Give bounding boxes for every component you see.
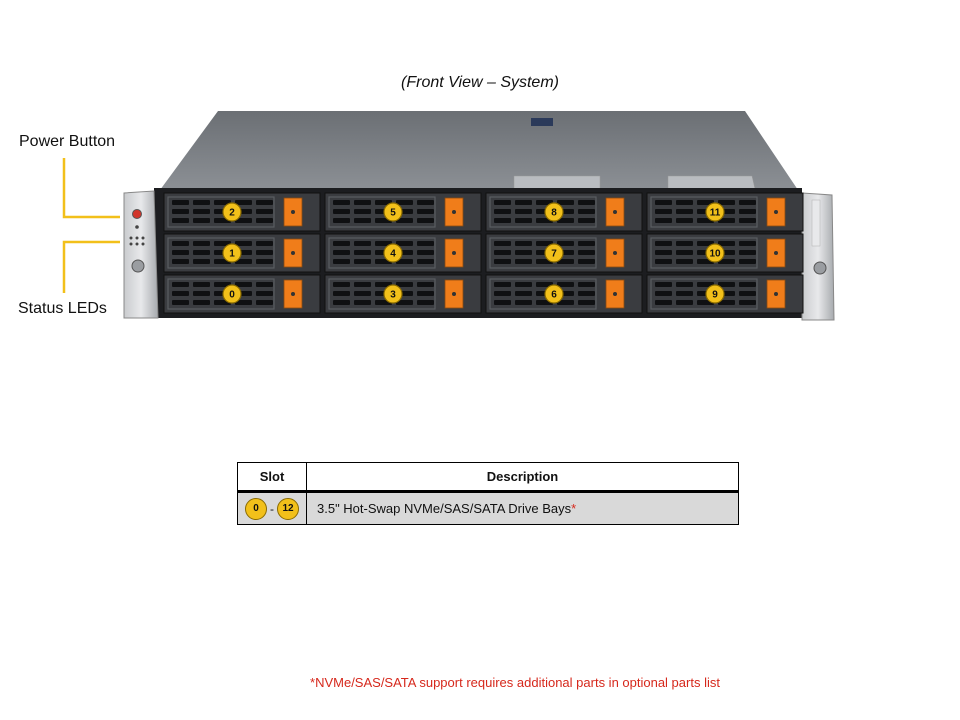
drive-bay[interactable]: 6 (485, 274, 643, 314)
drive-bay[interactable]: 1 (163, 233, 321, 273)
slot-range: 0-12 (237, 491, 307, 525)
slot-number-label: 2 (229, 208, 235, 219)
slot-badge-start: 0 (245, 497, 267, 520)
drive-bay[interactable]: 4 (324, 233, 482, 273)
status-led-icon (129, 236, 133, 240)
chassis-top (160, 111, 798, 190)
slot-number-label: 9 (712, 290, 718, 301)
top-label-right (667, 175, 756, 190)
drive-bay[interactable]: 5 (324, 192, 482, 232)
power-button-callout-line (62, 158, 120, 219)
slot-number-badge (544, 284, 564, 304)
slot-legend-table: Slot Description 0-12 3.5" Hot-Swap NVMe… (237, 462, 739, 525)
left-control-ear (123, 190, 159, 319)
slot-number-label: 10 (709, 249, 721, 260)
description-text: 3.5" Hot-Swap NVMe/SAS/SATA Drive Bays (317, 501, 572, 516)
top-latch (531, 118, 553, 126)
slot-number-badge (544, 202, 564, 222)
slot-number-badge (222, 243, 242, 263)
slot-number-badge (222, 284, 242, 304)
slot-column-header: Slot (237, 462, 307, 493)
drive-bay[interactable]: 0 (163, 274, 321, 314)
slot-description: 3.5" Hot-Swap NVMe/SAS/SATA Drive Bays* (306, 491, 739, 525)
top-label-left (513, 175, 601, 190)
slot-number-badge (383, 243, 403, 263)
slot-number-label: 5 (390, 208, 396, 219)
drive-bay[interactable]: 2 (163, 192, 321, 232)
power-button-label: Power Button (19, 133, 116, 150)
slot-number-badge (222, 202, 242, 222)
slot-badge-end: 12 (277, 497, 299, 520)
figure-caption: (Front View – System) (401, 74, 559, 91)
slot-number-label: 6 (551, 290, 557, 301)
slot-number-badge (705, 202, 725, 222)
slot-number-label: 1 (229, 249, 235, 260)
slot-number-label: 0 (229, 290, 235, 301)
drive-bay[interactable]: 3 (324, 274, 482, 314)
slot-number-badge (705, 284, 725, 304)
right-ear (801, 192, 835, 321)
status-leds-callout-line (62, 240, 120, 293)
slot-number-label: 3 (390, 290, 396, 301)
slot-number-badge (383, 202, 403, 222)
drive-bay[interactable]: 8 (485, 192, 643, 232)
thumbscrew-icon (813, 261, 827, 275)
drive-bay[interactable]: 10 (646, 233, 804, 273)
table-row: 0-12 3.5" Hot-Swap NVMe/SAS/SATA Drive B… (237, 491, 739, 525)
slot-number-badge (705, 243, 725, 263)
power-button-icon (132, 209, 142, 219)
slot-range-separator: - (270, 501, 274, 516)
drive-bay[interactable]: 7 (485, 233, 643, 273)
brand-logo (811, 199, 821, 247)
footnote: *NVMe/SAS/SATA support requires addition… (310, 675, 720, 690)
slot-number-label: 4 (390, 249, 396, 260)
footnote-marker: * (571, 501, 577, 516)
slot-number-label: 11 (710, 208, 721, 219)
slot-number-badge (544, 243, 564, 263)
slot-number-badge (383, 284, 403, 304)
slot-number-label: 8 (551, 208, 557, 219)
description-column-header: Description (306, 462, 739, 493)
drive-bay[interactable]: 11 (646, 192, 804, 232)
thumbscrew-icon (131, 259, 145, 273)
slot-number-label: 7 (551, 249, 557, 260)
status-leds-label: Status LEDs (18, 300, 107, 317)
drive-bay[interactable]: 9 (646, 274, 804, 314)
